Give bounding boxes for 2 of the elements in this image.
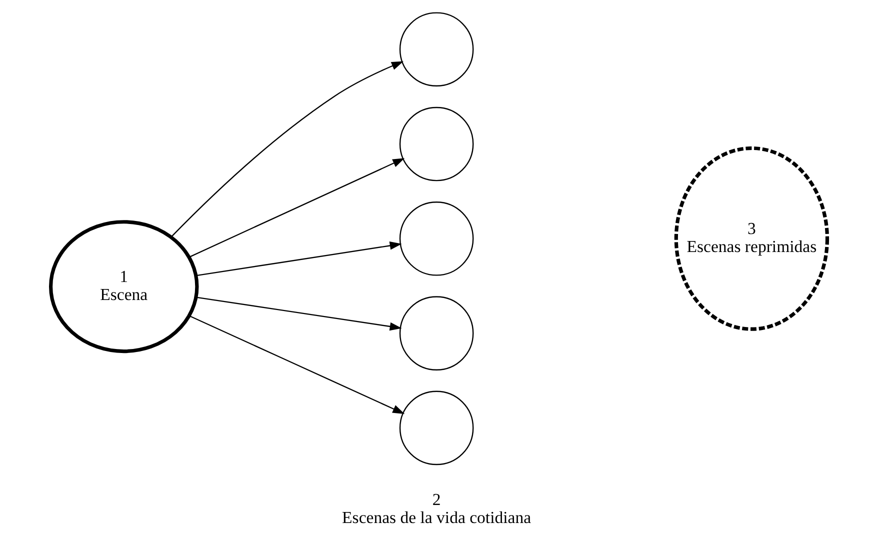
label: Escenas de la vida cotidiana: [342, 508, 531, 527]
label: 2: [432, 490, 440, 509]
